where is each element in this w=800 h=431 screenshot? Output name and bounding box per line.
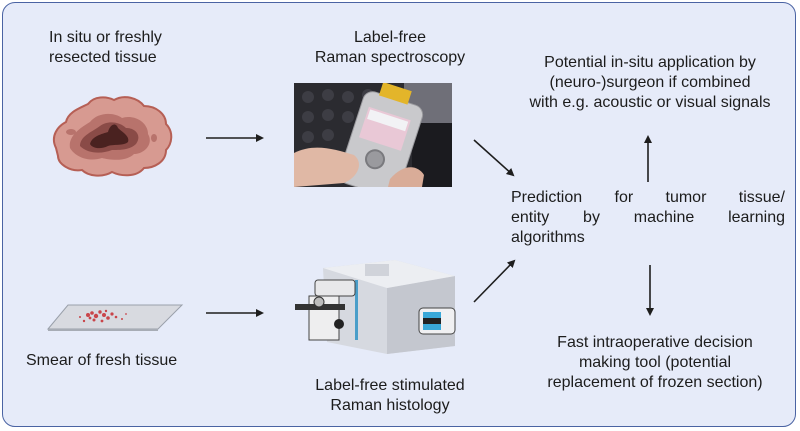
label-prediction: Prediction for tumor tissue/ entity by m… <box>511 188 785 248</box>
label-line: resected tissue <box>49 49 157 66</box>
label-line: Raman histology <box>330 397 450 414</box>
label-line: entity by machine learning <box>511 209 785 226</box>
label-potential-application: Potential in-situ application by (neuro-… <box>500 53 800 113</box>
label-line: Potential in-situ application by <box>544 54 756 71</box>
label-tissue: In situ or freshly resected tissue <box>49 28 162 68</box>
label-line: Label-free stimulated <box>315 377 465 394</box>
label-line: In situ or freshly <box>49 29 162 46</box>
label-fast-decision: Fast intraoperative decision making tool… <box>510 333 800 393</box>
label-line: Label-free <box>353 29 427 46</box>
label-line: Fast intraoperative decision <box>557 334 753 351</box>
srh-microscope-icon <box>295 260 456 354</box>
label-line: with e.g. acoustic or visual signals <box>529 94 771 111</box>
label-line: replacement of frozen section) <box>547 374 763 391</box>
arrow-srh-to-prediction <box>473 259 516 303</box>
label-line: Raman spectroscopy <box>314 49 466 66</box>
label-line: Prediction for tumor tissue/ <box>511 189 785 206</box>
label-line: Smear of fresh tissue <box>26 352 178 369</box>
diagram-frame <box>2 2 796 427</box>
label-line: (neuro-)surgeon if combined <box>549 74 751 91</box>
label-stimulated-raman-histology: Label-free stimulated Raman histology <box>290 376 490 416</box>
glass-slide-smear-icon <box>46 304 184 331</box>
label-smear: Smear of fresh tissue <box>26 351 177 371</box>
handheld-raman-spectrometer-photo <box>294 83 452 187</box>
label-line: making tool (potential <box>578 354 732 371</box>
label-line: algorithms <box>511 229 585 246</box>
arrow-raman-spectroscopy-to-prediction <box>473 139 515 177</box>
tissue-icon <box>52 96 173 177</box>
label-raman-spectroscopy: Label-free Raman spectroscopy <box>290 28 490 68</box>
